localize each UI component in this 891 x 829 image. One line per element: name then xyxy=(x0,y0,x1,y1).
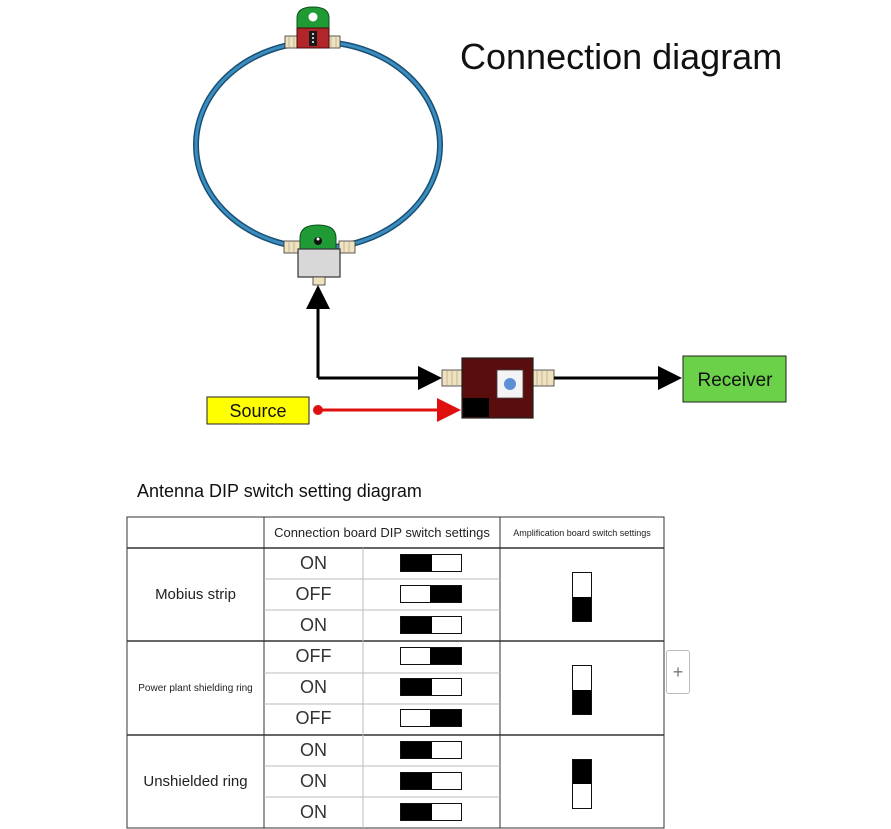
dip-switch-knob xyxy=(401,617,432,633)
switch-state-label: ON xyxy=(300,771,327,791)
dip-switch xyxy=(400,647,462,665)
dip-switch xyxy=(400,803,462,821)
plus-icon: + xyxy=(672,661,684,682)
dip-switch-knob xyxy=(401,773,432,789)
dip-switch xyxy=(400,554,462,572)
dip-switch-knob xyxy=(401,804,432,820)
switch-state-label: ON xyxy=(300,677,327,697)
dip-switch xyxy=(400,585,462,603)
source-label: Source xyxy=(229,401,286,421)
page-title: Connection diagram xyxy=(460,36,783,77)
dip-switch-knob xyxy=(430,648,461,664)
dip-switch xyxy=(400,741,462,759)
switch-state-label: OFF xyxy=(295,584,332,604)
receiver-box: Receiver xyxy=(682,355,787,403)
amplifier-board xyxy=(441,357,555,419)
dip-switch-knob xyxy=(401,679,432,695)
switch-state-label: OFF xyxy=(295,646,332,666)
amp-switch xyxy=(572,759,592,809)
switch-state-label: ON xyxy=(300,802,327,822)
dip-switch xyxy=(400,709,462,727)
expand-button[interactable]: + xyxy=(666,650,690,694)
header-connection-board: Connection board DIP switch settings xyxy=(274,525,490,540)
dip-switch-knob xyxy=(401,555,432,571)
source-box: Source xyxy=(206,396,310,425)
switch-state-label: OFF xyxy=(295,708,332,728)
amp-switch-knob xyxy=(573,597,591,621)
amp-switch xyxy=(572,665,592,715)
dip-switch xyxy=(400,678,462,696)
switch-state-label: ON xyxy=(300,740,327,760)
dip-switch xyxy=(400,772,462,790)
receiver-label: Receiver xyxy=(698,370,774,391)
dip-switch xyxy=(400,616,462,634)
antenna-signal-line xyxy=(306,285,442,390)
top-connector-board xyxy=(284,6,341,49)
switch-state-label: ON xyxy=(300,553,327,573)
amp-switch-knob xyxy=(573,760,591,784)
group-label: Unshielded ring xyxy=(143,773,248,790)
switch-state-label: ON xyxy=(300,615,327,635)
dip-switch-knob xyxy=(430,710,461,726)
source-signal-line xyxy=(313,398,461,422)
table-title: Antenna DIP switch setting diagram xyxy=(137,481,422,501)
group-label: Power plant shielding ring xyxy=(138,682,253,694)
amp-switch xyxy=(572,572,592,622)
bottom-connector-board xyxy=(283,224,356,286)
connection-diagram: Source Receiver xyxy=(193,6,787,425)
header-amplification-board: Amplification board switch settings xyxy=(513,527,651,538)
amp-switch-knob xyxy=(573,690,591,714)
group-label: Mobius strip xyxy=(155,586,236,603)
dip-switch-knob xyxy=(430,586,461,602)
dip-switch-knob xyxy=(401,742,432,758)
